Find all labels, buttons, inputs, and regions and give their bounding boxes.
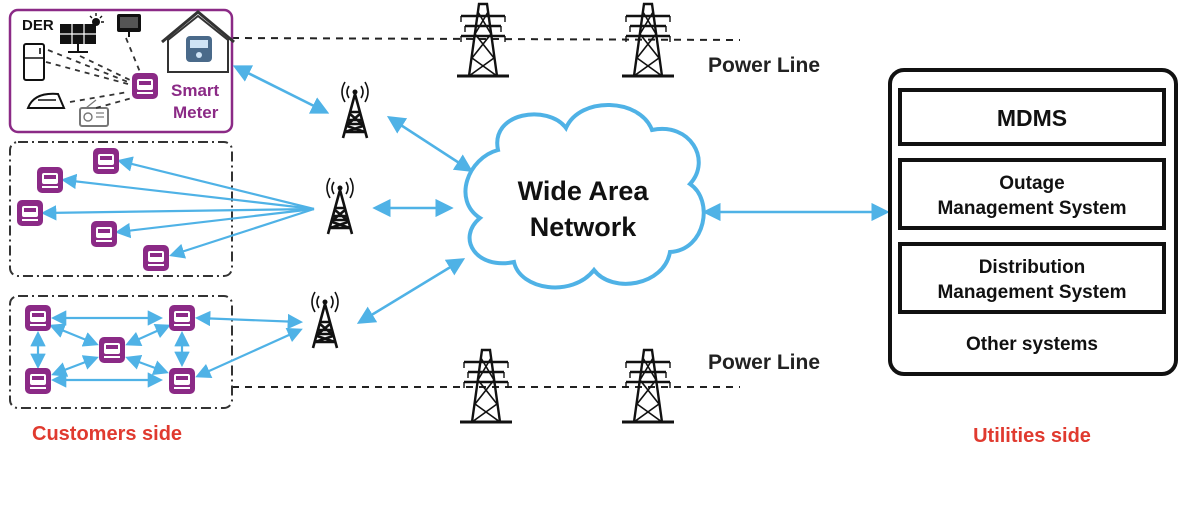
smart-meter-icon	[17, 200, 43, 226]
smart-meter-label-line1: Smart	[171, 81, 220, 100]
power-line-bottom-label: Power Line	[708, 351, 820, 374]
utilities-side-label: Utilities side	[973, 425, 1091, 447]
smart-meter-label-line2: Meter	[173, 103, 219, 122]
smart-meter-icon	[169, 305, 195, 331]
communication-links	[232, 65, 890, 324]
sun-icon	[89, 13, 104, 26]
tv-icon	[117, 14, 141, 37]
mdms-box	[898, 88, 1166, 146]
cloud-icon	[463, 103, 706, 290]
smart-meter-icon	[143, 245, 169, 271]
der-label: DER	[22, 17, 54, 34]
wan-title-line2: Network	[530, 212, 638, 242]
oms-label-line2: Management System	[937, 198, 1126, 219]
fridge-icon	[23, 43, 45, 81]
smart-meter-icon	[25, 368, 51, 394]
radio-icon	[79, 99, 109, 127]
mdms-label: MDMS	[997, 105, 1067, 131]
iron-icon	[26, 92, 66, 109]
customer-mesh-group	[9, 295, 304, 409]
smart-meter-icon	[37, 167, 63, 193]
smart-meter-icon	[93, 148, 119, 174]
smart-meter-icon	[99, 337, 125, 363]
cell-tower-icon	[340, 80, 370, 140]
solar-panel-icon	[60, 24, 96, 53]
cell-tower-icon	[310, 290, 340, 350]
cell-tower-icon	[325, 176, 355, 236]
customers-side-label: Customers side	[32, 423, 182, 445]
utility-systems-panel: MDMS Outage Management System Distributi…	[888, 68, 1178, 376]
dms-label-line1: Distribution	[979, 257, 1086, 278]
power-line-top	[231, 37, 741, 41]
home-boundary	[8, 8, 234, 134]
oms-label-line1: Outage	[999, 173, 1064, 194]
smart-meter-icon	[132, 73, 158, 99]
dms-label-line2: Management System	[937, 282, 1126, 303]
dms-box	[898, 242, 1166, 314]
house-meter-icon	[161, 10, 235, 73]
wan-title-line1: Wide Area	[518, 176, 650, 206]
customer-home-group: DER	[8, 8, 235, 134]
star-cluster-boundary	[9, 141, 233, 277]
smart-meter-icon	[91, 221, 117, 247]
oms-box	[898, 158, 1166, 230]
other-systems-label: Other systems	[966, 334, 1098, 355]
power-line-top-label: Power Line	[708, 54, 820, 77]
smart-meter-icon	[25, 305, 51, 331]
customer-star-group	[9, 141, 315, 277]
smart-meter-icon	[169, 368, 195, 394]
transmission-tower-icon	[455, 2, 511, 78]
